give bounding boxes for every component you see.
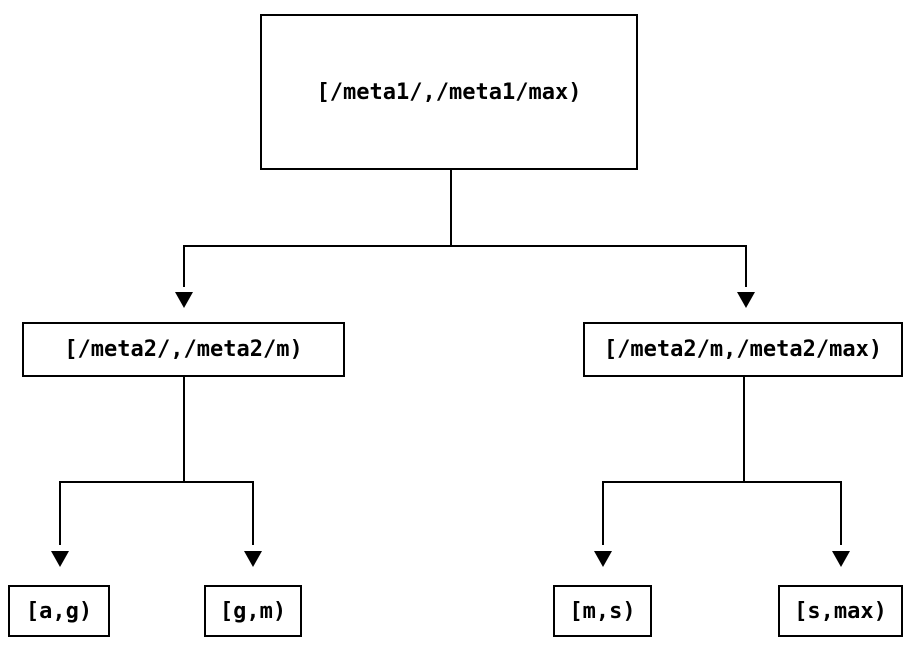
node-leaf-ag-label: [a,g) [25,598,93,624]
node-leaf-smax-label: [s,max) [794,598,887,624]
node-meta2-high-label: [/meta2/m,/meta2/max) [603,337,883,362]
node-meta2-low: [/meta2/,/meta2/m) [22,322,345,377]
arrowhead-icon [51,551,69,567]
edge-meta2-low-to-leaf-ag [59,481,185,545]
node-leaf-gm-label: [g,m) [219,598,287,624]
node-leaf-ms: [m,s) [553,585,652,637]
node-leaf-ms-label: [m,s) [569,598,636,624]
arrowhead-icon [244,551,262,567]
arrowhead-icon [175,292,193,308]
edge-meta2-low-to-leaf-gm [183,481,254,545]
node-root: [/meta1/,/meta1/max) [260,14,638,170]
node-root-label: [/meta1/,/meta1/max) [316,79,582,105]
edge-root-to-meta2-high [450,245,747,287]
arrowhead-icon [832,551,850,567]
node-meta2-high: [/meta2/m,/meta2/max) [583,322,903,377]
node-leaf-ag: [a,g) [8,585,110,637]
edge-root-to-meta2-low [183,245,452,287]
arrowhead-icon [594,551,612,567]
node-meta2-low-label: [/meta2/,/meta2/m) [64,337,303,362]
node-leaf-gm: [g,m) [204,585,302,637]
edge-meta2-high-to-leaf-ms [602,481,745,545]
arrowhead-icon [737,292,755,308]
edge-meta2-high-to-leaf-smax [743,481,842,545]
node-leaf-smax: [s,max) [778,585,903,637]
